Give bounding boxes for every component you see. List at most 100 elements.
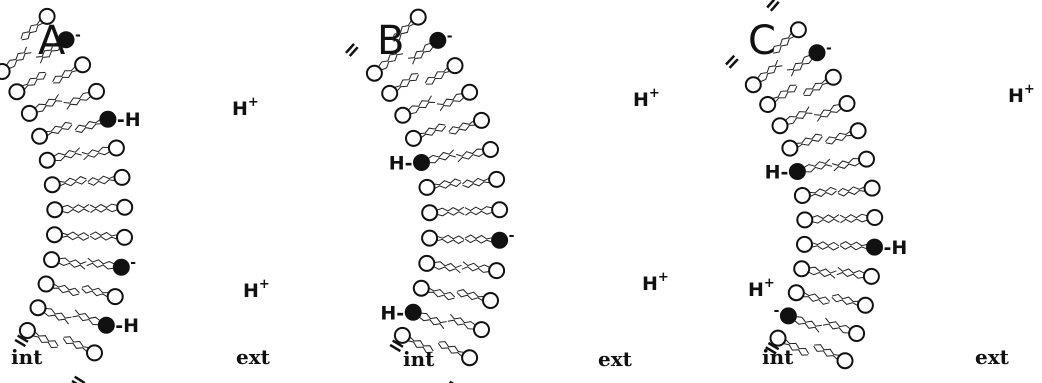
lipid-head xyxy=(760,97,775,112)
lipid-head xyxy=(75,57,90,72)
lipid-head xyxy=(771,331,786,346)
lipid-head xyxy=(117,200,132,215)
charged-lipid-head xyxy=(100,112,115,127)
exterior-label: ext xyxy=(236,345,271,369)
lipid-head xyxy=(492,202,507,217)
lipid-head xyxy=(395,108,410,123)
lipid-head xyxy=(782,141,797,156)
lipid-head xyxy=(117,230,132,245)
panel-letter: B xyxy=(377,18,404,64)
head-charge-label: - xyxy=(826,41,832,57)
lipid-head xyxy=(32,129,47,144)
lipid-head xyxy=(849,326,864,341)
lipid-head xyxy=(20,323,35,338)
head-charge-label: H- xyxy=(380,302,404,324)
lipid-head xyxy=(794,261,809,276)
lipid-head xyxy=(40,153,55,168)
panel-b: B - - H- H- H+ H+ int ext xyxy=(346,0,669,383)
lipid-head xyxy=(838,353,853,368)
lipid-head xyxy=(422,231,437,246)
proton-label: H+ xyxy=(642,270,669,295)
head-charge-label: - xyxy=(130,255,136,271)
proton-label: H+ xyxy=(633,86,660,111)
head-charge-label: -H xyxy=(117,109,141,131)
charged-lipid-head xyxy=(867,240,882,255)
lipid-head xyxy=(422,205,437,220)
head-charge-label: -H xyxy=(884,237,908,259)
lipid-head xyxy=(483,293,498,308)
head-charge-label: - xyxy=(509,228,515,244)
lipid-head xyxy=(865,181,880,196)
proton-label: H+ xyxy=(232,95,259,120)
lipid-head xyxy=(851,123,866,138)
break-mark xyxy=(75,377,85,383)
proton-label: H+ xyxy=(243,277,270,302)
lipid-head xyxy=(483,142,498,157)
lipid-head xyxy=(489,263,504,278)
lipid-head xyxy=(22,106,37,121)
lipid-head xyxy=(797,212,812,227)
lipid-head xyxy=(420,180,435,195)
lipid-head xyxy=(395,328,410,343)
charged-lipid-head xyxy=(414,155,429,170)
head-charge-label: - xyxy=(447,28,453,44)
charged-lipid-head xyxy=(430,33,445,48)
lipid-head xyxy=(367,66,382,81)
lipid-head xyxy=(746,77,761,92)
exterior-label: ext xyxy=(975,345,1010,369)
interior-label: int xyxy=(11,345,43,369)
lipid-head xyxy=(414,281,429,296)
lipid-head xyxy=(474,322,489,337)
lipid-head xyxy=(411,10,426,25)
lipid-head xyxy=(45,177,60,192)
lipid-head xyxy=(109,141,124,156)
charged-lipid-head xyxy=(59,32,74,47)
break-mark xyxy=(390,345,400,351)
lipid-head xyxy=(474,113,489,128)
lipid-head xyxy=(859,152,874,167)
lipid-head xyxy=(9,84,24,99)
lipid-head xyxy=(867,210,882,225)
lipid-head xyxy=(489,172,504,187)
proton-label: H+ xyxy=(748,276,775,301)
panel-letter: C xyxy=(748,18,776,64)
charged-lipid-head xyxy=(99,318,114,333)
lipid-head xyxy=(44,252,59,267)
membrane-bilayer: - - H- H- xyxy=(346,0,515,383)
lipid-head xyxy=(115,170,130,185)
lipid-head xyxy=(795,188,810,203)
charged-lipid-head xyxy=(406,305,421,320)
lipid-head xyxy=(108,289,123,304)
lipid-head xyxy=(840,96,855,111)
lipid-head xyxy=(448,58,463,73)
proton-label: H+ xyxy=(1008,82,1035,107)
lipid-head xyxy=(419,256,434,271)
lipid-head xyxy=(858,298,873,313)
lipid-head xyxy=(789,285,804,300)
charged-lipid-head xyxy=(790,164,805,179)
interior-label: int xyxy=(762,345,794,369)
lipid-head xyxy=(462,85,477,100)
head-charge-label: - xyxy=(774,303,780,319)
lipid-head xyxy=(87,345,102,360)
lipid-head xyxy=(47,202,62,217)
head-charge-label: -H xyxy=(115,315,139,337)
head-charge-label: H- xyxy=(765,162,789,184)
head-charge-label: - xyxy=(75,28,81,44)
lipid-head xyxy=(39,277,54,292)
lipid-head xyxy=(773,118,788,133)
lipid-head xyxy=(31,300,46,315)
charged-lipid-head xyxy=(492,233,507,248)
charged-lipid-head xyxy=(114,260,129,275)
lipid-head xyxy=(864,269,879,284)
exterior-label: ext xyxy=(598,347,633,371)
lipid-head xyxy=(89,84,104,99)
membrane-bilayer: - -H - -H xyxy=(0,0,141,383)
lipid-head xyxy=(406,131,421,146)
panel-c: C - -H H- - H+ H+ int ext xyxy=(726,0,1035,383)
lipid-head xyxy=(0,64,10,79)
lipid-head xyxy=(462,350,477,365)
interior-label: int xyxy=(403,347,435,371)
head-charge-label: H- xyxy=(389,153,413,175)
lipid-head xyxy=(791,22,806,37)
